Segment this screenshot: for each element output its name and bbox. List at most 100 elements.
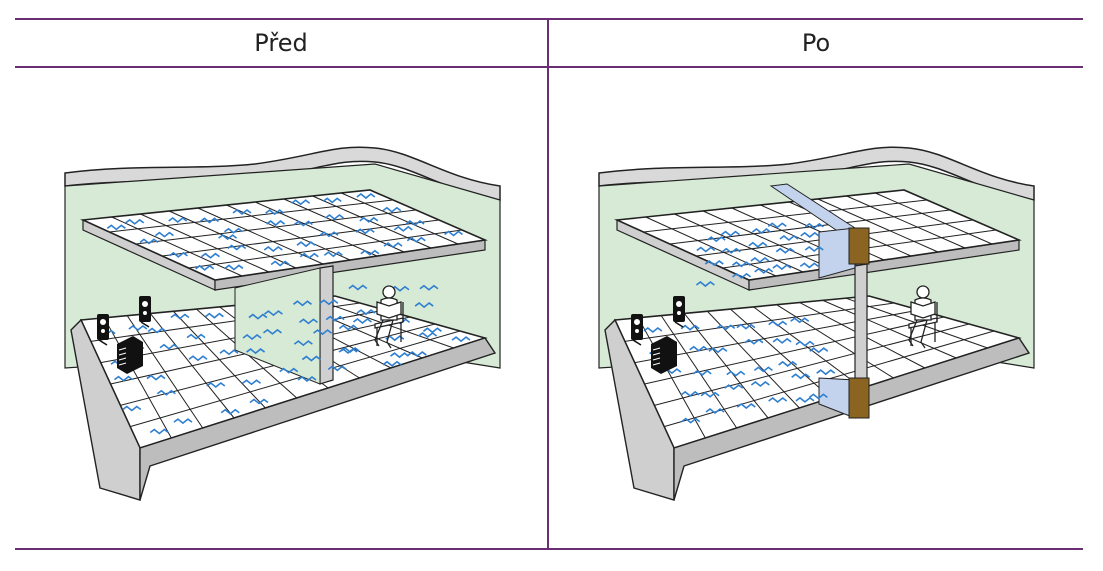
person-reading-icon <box>376 301 402 319</box>
sound-wave-mark <box>355 228 375 235</box>
sound-wave-mark <box>156 389 176 396</box>
sound-wave-mark <box>263 246 283 253</box>
speaker-icon <box>140 321 150 328</box>
sound-wave-mark <box>359 216 379 223</box>
sound-wave-mark <box>407 351 427 358</box>
sound-wave-mark <box>293 220 313 227</box>
sound-wave-mark <box>721 247 741 254</box>
sound-wave-mark <box>356 193 376 200</box>
upper-floor-grid-grid-line <box>674 213 804 273</box>
sound-wave-mark <box>325 315 345 322</box>
sound-wave-mark <box>170 313 190 320</box>
lower-floor-grid-grid-line <box>634 309 920 364</box>
speaker-icon <box>143 311 147 315</box>
sound-wave-mark <box>795 340 815 347</box>
amplifier-icon <box>652 357 661 361</box>
sound-wave-mark <box>724 384 744 391</box>
sound-wave-mark <box>195 264 215 271</box>
speaker-icon <box>631 314 643 340</box>
column-divider <box>547 18 549 549</box>
sound-wave-mark <box>224 227 243 234</box>
sound-wave-mark <box>721 230 740 237</box>
sound-wave-mark <box>106 224 126 231</box>
speaker-icon <box>632 339 642 346</box>
sound-wave-mark <box>778 360 798 367</box>
person-reading-icon <box>908 319 928 349</box>
amplifier-icon <box>118 352 127 356</box>
sound-wave-mark <box>751 227 771 235</box>
sound-wave-mark <box>168 216 188 224</box>
column <box>854 263 868 385</box>
sound-wave-mark <box>779 234 799 241</box>
sound-wave-mark <box>708 347 728 354</box>
sound-wave-mark <box>352 317 372 324</box>
upper-floor-grid-grid-line <box>645 216 777 277</box>
sound-wave-mark <box>382 206 402 213</box>
sound-wave-mark <box>744 338 764 345</box>
sound-wave-mark <box>750 256 770 264</box>
speaker-icon <box>676 301 682 307</box>
sound-wave-mark <box>736 403 756 410</box>
sound-wave-mark <box>451 336 471 343</box>
sound-wave-mark <box>716 324 736 331</box>
panel-after <box>549 68 1081 548</box>
sound-wave-mark <box>149 428 169 435</box>
sound-wave-mark <box>296 241 316 248</box>
sound-wave-mark <box>772 337 792 344</box>
sound-wave-mark <box>768 396 788 404</box>
sound-wave-mark <box>291 199 311 206</box>
sound-wave-mark <box>204 312 224 319</box>
sound-wave-mark <box>809 347 829 354</box>
sound-wave-mark <box>319 231 339 238</box>
sound-wave-mark <box>732 272 752 279</box>
amplifier-icon <box>652 352 661 356</box>
sound-wave-mark <box>695 281 715 288</box>
amplifier-icon <box>118 347 127 351</box>
sound-wave-mark <box>266 220 286 227</box>
amplifier-icon <box>652 362 661 366</box>
upper-floor-grid-grid-line <box>162 219 440 257</box>
speaker-icon <box>97 314 109 340</box>
amplifier-icon <box>118 362 127 366</box>
lower-floor-grid-grid-line <box>654 323 970 406</box>
sound-wave-mark <box>405 220 425 227</box>
lower-floor-grid-grid-line <box>624 302 895 342</box>
sound-wave-mark <box>791 373 811 380</box>
upper-floor-grid-grid-line <box>875 192 993 245</box>
speaker-icon <box>677 311 681 315</box>
sound-wave-mark <box>186 333 206 340</box>
upper-floor-grid-grid-line <box>226 204 351 261</box>
sound-wave-mark <box>242 379 262 386</box>
upper-floor-grid-grid-line <box>817 198 939 253</box>
sound-wave-mark <box>390 352 409 359</box>
sound-wave-mark <box>242 333 262 340</box>
sound-wave-mark <box>154 231 174 238</box>
ground-slab-front <box>139 337 497 501</box>
sound-wave-mark <box>262 328 282 335</box>
sound-wave-mark <box>800 231 820 238</box>
person-reading-icon <box>374 319 394 349</box>
upper-floor-grid <box>79 189 488 281</box>
barrier-frame <box>848 377 870 419</box>
sound-wave-mark <box>246 348 266 355</box>
table-bottom-rule <box>15 548 1083 550</box>
upper-floor-grid-grid-line <box>168 210 297 269</box>
speaker-icon <box>674 321 684 328</box>
table-top-rule <box>15 18 1083 20</box>
sound-wave-mark <box>799 262 819 269</box>
sound-wave-mark <box>338 324 358 331</box>
sound-wave-mark <box>348 284 368 291</box>
sound-wave-mark <box>419 284 439 291</box>
sound-wave-mark <box>768 320 788 327</box>
sound-wave-mark <box>444 230 464 237</box>
panel-before <box>15 68 547 548</box>
upper-floor-grid-grid-line <box>111 216 243 277</box>
upper-floor-grid-grid-line <box>669 209 951 245</box>
sound-wave-mark <box>248 313 268 320</box>
sound-wave-mark <box>736 323 756 330</box>
sound-wave-mark <box>804 246 824 253</box>
sound-wave-mark <box>218 234 238 241</box>
speaker-icon <box>98 339 108 346</box>
sound-wave-mark <box>159 343 179 350</box>
sound-wave-mark <box>263 310 283 317</box>
